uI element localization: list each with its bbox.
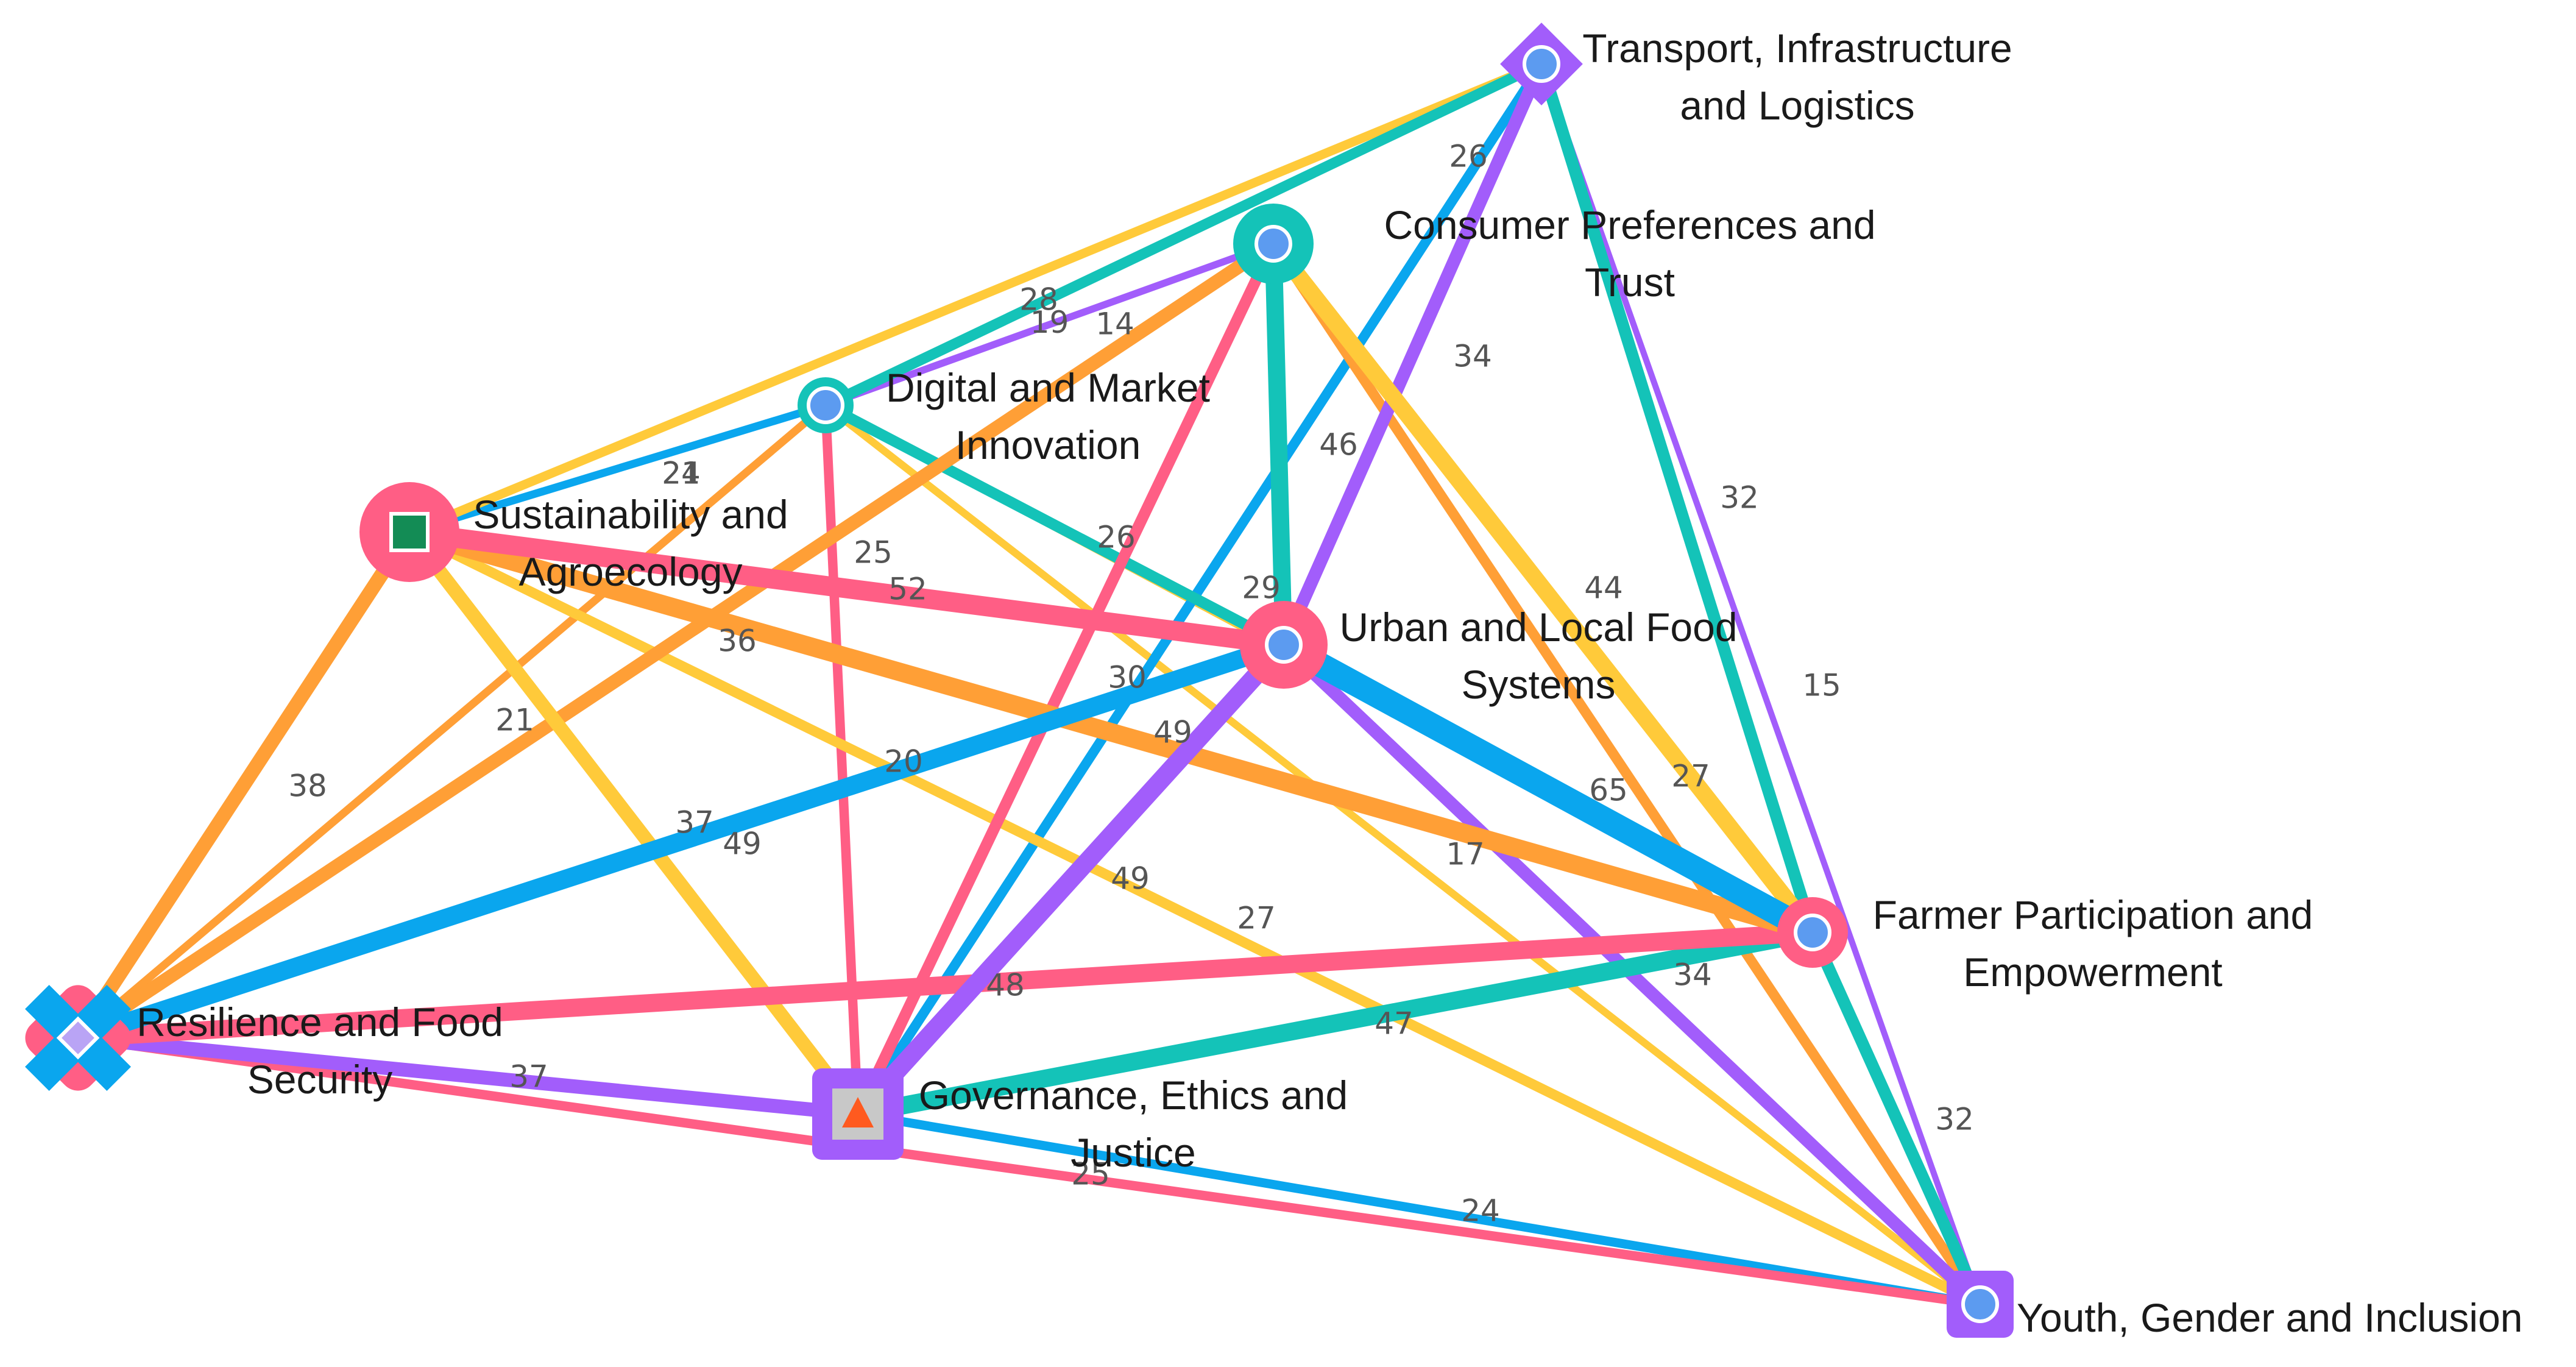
edge-digital-consumer <box>822 240 1277 409</box>
edge-governance-youth <box>853 1109 1985 1309</box>
edge-transport-youth <box>1538 61 1983 1307</box>
edge-digital-urban <box>820 400 1289 650</box>
node-digital[interactable] <box>798 377 854 433</box>
edges-layer <box>68 57 1987 1311</box>
edge-digital-transport <box>820 59 1547 411</box>
node-governance[interactable] <box>812 1068 904 1160</box>
edge-weight-label: 37 <box>675 805 714 840</box>
edge-resilience-urban <box>68 635 1293 1048</box>
edge-resilience-consumer <box>71 236 1281 1045</box>
edge-weight-label: 36 <box>718 623 757 659</box>
edge-weight-label: 49 <box>1153 715 1192 750</box>
edge-weight-label: 46 <box>1319 427 1358 463</box>
edge-resilience-governance <box>71 1031 865 1121</box>
node-transport[interactable] <box>1500 23 1583 105</box>
edge-weight-label: 26 <box>1097 520 1136 555</box>
edge-governance-farmer <box>849 923 1822 1123</box>
edge-weight-label: 29 <box>1242 570 1281 606</box>
node-sustainability[interactable] <box>359 482 459 582</box>
edge-weight-label: 49 <box>1111 861 1150 897</box>
edge-weight-label: 34 <box>1453 339 1492 374</box>
edge-weight-label: 65 <box>1589 773 1628 808</box>
edge-weight-label: 38 <box>288 769 327 804</box>
edge-weight-label: 37 <box>509 1059 548 1095</box>
edge-weight-label: 27 <box>1237 901 1276 936</box>
node-consumer[interactable] <box>1233 204 1314 284</box>
edge-sustainability-urban <box>399 522 1294 655</box>
edge-sustainability-governance <box>402 525 865 1121</box>
edge-weight-label: 32 <box>1720 480 1759 516</box>
edge-weight-label: 25 <box>854 535 893 570</box>
edge-weight-label: 20 <box>884 744 923 779</box>
node-label-youth: Youth, Gender and Inclusion <box>2017 1295 2523 1340</box>
edge-weight-label: 15 <box>1802 668 1841 703</box>
edge-weight-label: 24 <box>662 456 701 491</box>
edge-weight-label: 48 <box>986 968 1025 1003</box>
nodes-layer <box>18 23 2014 1338</box>
edge-weight-label: 17 <box>1446 837 1485 872</box>
edge-sustainability-digital <box>405 401 830 536</box>
edge-weight-label: 14 <box>1095 307 1134 342</box>
edge-weight-label: 30 <box>1108 660 1147 695</box>
edge-weight-label: 25 <box>1071 1157 1110 1192</box>
edge-resilience-digital <box>74 401 830 1042</box>
edge-weight-label: 52 <box>888 572 927 607</box>
node-farmer[interactable] <box>1777 897 1848 968</box>
edge-weight-label: 26 <box>1449 139 1488 174</box>
edge-weight-label: 24 <box>1461 1193 1500 1229</box>
edge-consumer-youth <box>1268 238 1986 1310</box>
edge-weight-label: 34 <box>1673 957 1712 993</box>
edge-sustainability-farmer <box>400 522 1822 942</box>
edge-weight-label: 44 <box>1584 570 1623 606</box>
edge-consumer-urban <box>1264 235 1293 654</box>
edge-weight-label: 28 <box>1019 282 1058 318</box>
node-urban[interactable] <box>1240 601 1328 689</box>
edge-transport-urban <box>1277 57 1548 652</box>
edge-sustainability-transport <box>405 59 1546 537</box>
edge-resilience-farmer <box>69 923 1822 1047</box>
node-youth[interactable] <box>1947 1271 2014 1338</box>
edge-resilience-youth <box>73 1033 1985 1309</box>
edge-weight-label: 27 <box>1671 759 1710 794</box>
edge-weight-label: 47 <box>1375 1006 1414 1042</box>
edge-labels-layer: 1415171920212124242525262627272829303232… <box>288 139 1974 1229</box>
edge-weight-label: 49 <box>723 826 762 862</box>
edge-transport-farmer <box>1535 58 1819 939</box>
edge-farmer-urban <box>1271 632 1825 945</box>
edge-governance-urban <box>848 635 1293 1124</box>
edge-weight-label: 21 <box>495 703 534 738</box>
edge-digital-governance <box>821 400 863 1119</box>
edge-weight-label: 19 <box>1030 305 1069 340</box>
edge-consumer-farmer <box>1265 235 1821 941</box>
edge-sustainability-resilience <box>71 525 417 1045</box>
edge-governance-consumer <box>852 238 1279 1120</box>
edge-governance-transport <box>852 59 1547 1120</box>
edge-digital-youth <box>821 401 1984 1308</box>
edge-farmer-youth <box>1806 926 1986 1310</box>
edge-weight-label: 21 <box>662 456 701 491</box>
edge-sustainability-youth <box>404 527 1986 1310</box>
node-resilience[interactable] <box>18 978 138 1098</box>
edge-weight-label: 32 <box>1935 1102 1974 1137</box>
